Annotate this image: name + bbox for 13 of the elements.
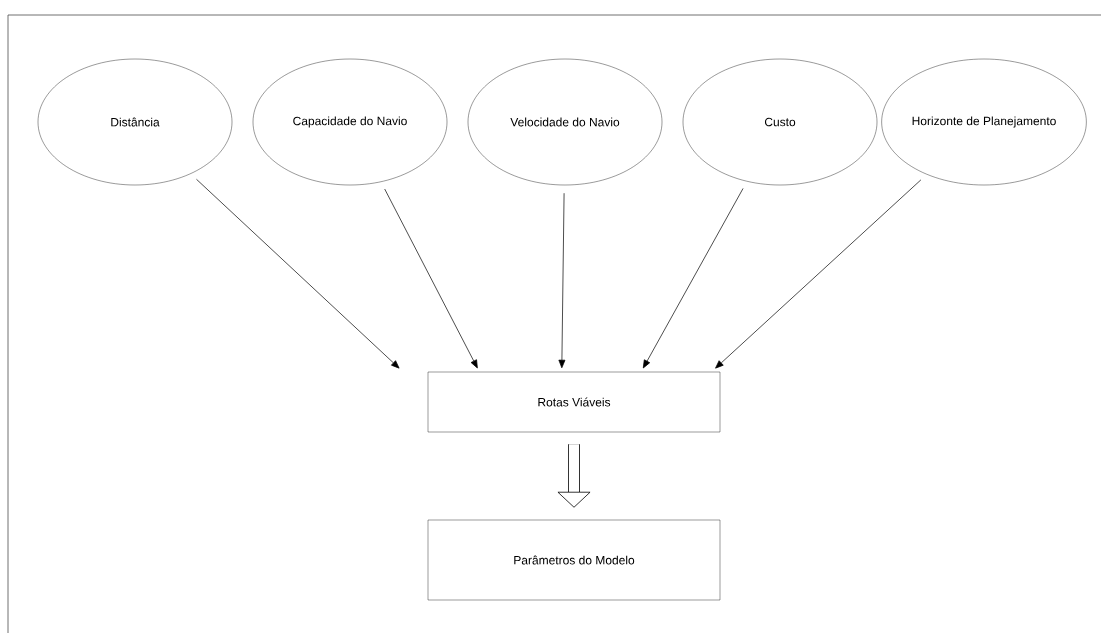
ellipse-node: Capacidade do Navio [252, 58, 448, 186]
arrow [384, 188, 478, 369]
ellipse-node: Velocidade do Navio [467, 58, 663, 186]
arrow [196, 178, 400, 369]
arrow [558, 192, 566, 369]
ellipse-node: Distância [37, 58, 233, 186]
block-arrow [557, 444, 591, 508]
arrow [642, 188, 744, 369]
arrow [715, 179, 922, 369]
ellipse-node: Horizonte de Planejamento [881, 58, 1087, 186]
process-box: Parâmetros do Modelo [427, 519, 721, 601]
ellipse-node: Custo [682, 58, 878, 186]
process-box: Rotas Viáveis [427, 371, 721, 433]
